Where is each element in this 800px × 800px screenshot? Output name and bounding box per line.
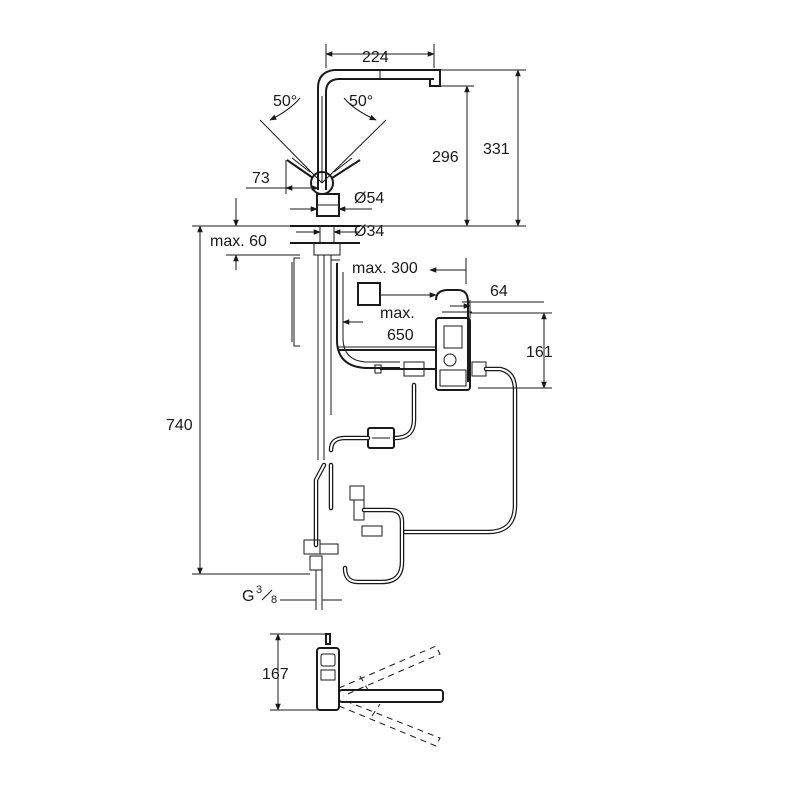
below-counter-label: 740: [166, 417, 193, 434]
thread-main-label: G: [242, 588, 254, 605]
dimension-lines: [192, 44, 552, 601]
base-diameter-label: Ø54: [354, 190, 384, 207]
swivel-left-label: 50°: [273, 93, 297, 110]
lever-offset-label: 73: [252, 170, 270, 187]
max-300-label: max. 300: [352, 260, 418, 277]
faucet-side-view: [286, 69, 441, 460]
spout-height-label: 296: [432, 149, 459, 166]
thread-denominator-label: 8: [271, 594, 277, 606]
under-sink-assembly: [291, 257, 518, 610]
spout-reach-label: 224: [362, 49, 389, 66]
max-650-label-top: max.: [380, 305, 415, 322]
box-height-label: 161: [526, 344, 553, 361]
thread-numerator-label: 3: [256, 584, 262, 596]
width-64-label: 64: [490, 283, 508, 300]
max-thickness-label: max. 60: [210, 233, 267, 250]
faucet-top-view: [270, 633, 444, 747]
total-height-label: 331: [483, 141, 510, 158]
dimension-labels: 224 50° 50° 296 331 73 Ø54 Ø34 max. 60 m…: [166, 49, 553, 683]
top-view-depth-label: 167: [262, 666, 289, 683]
max-650-label-bottom: 650: [387, 327, 414, 344]
hole-diameter-label: Ø34: [354, 223, 384, 240]
swivel-right-label: 50°: [349, 93, 373, 110]
